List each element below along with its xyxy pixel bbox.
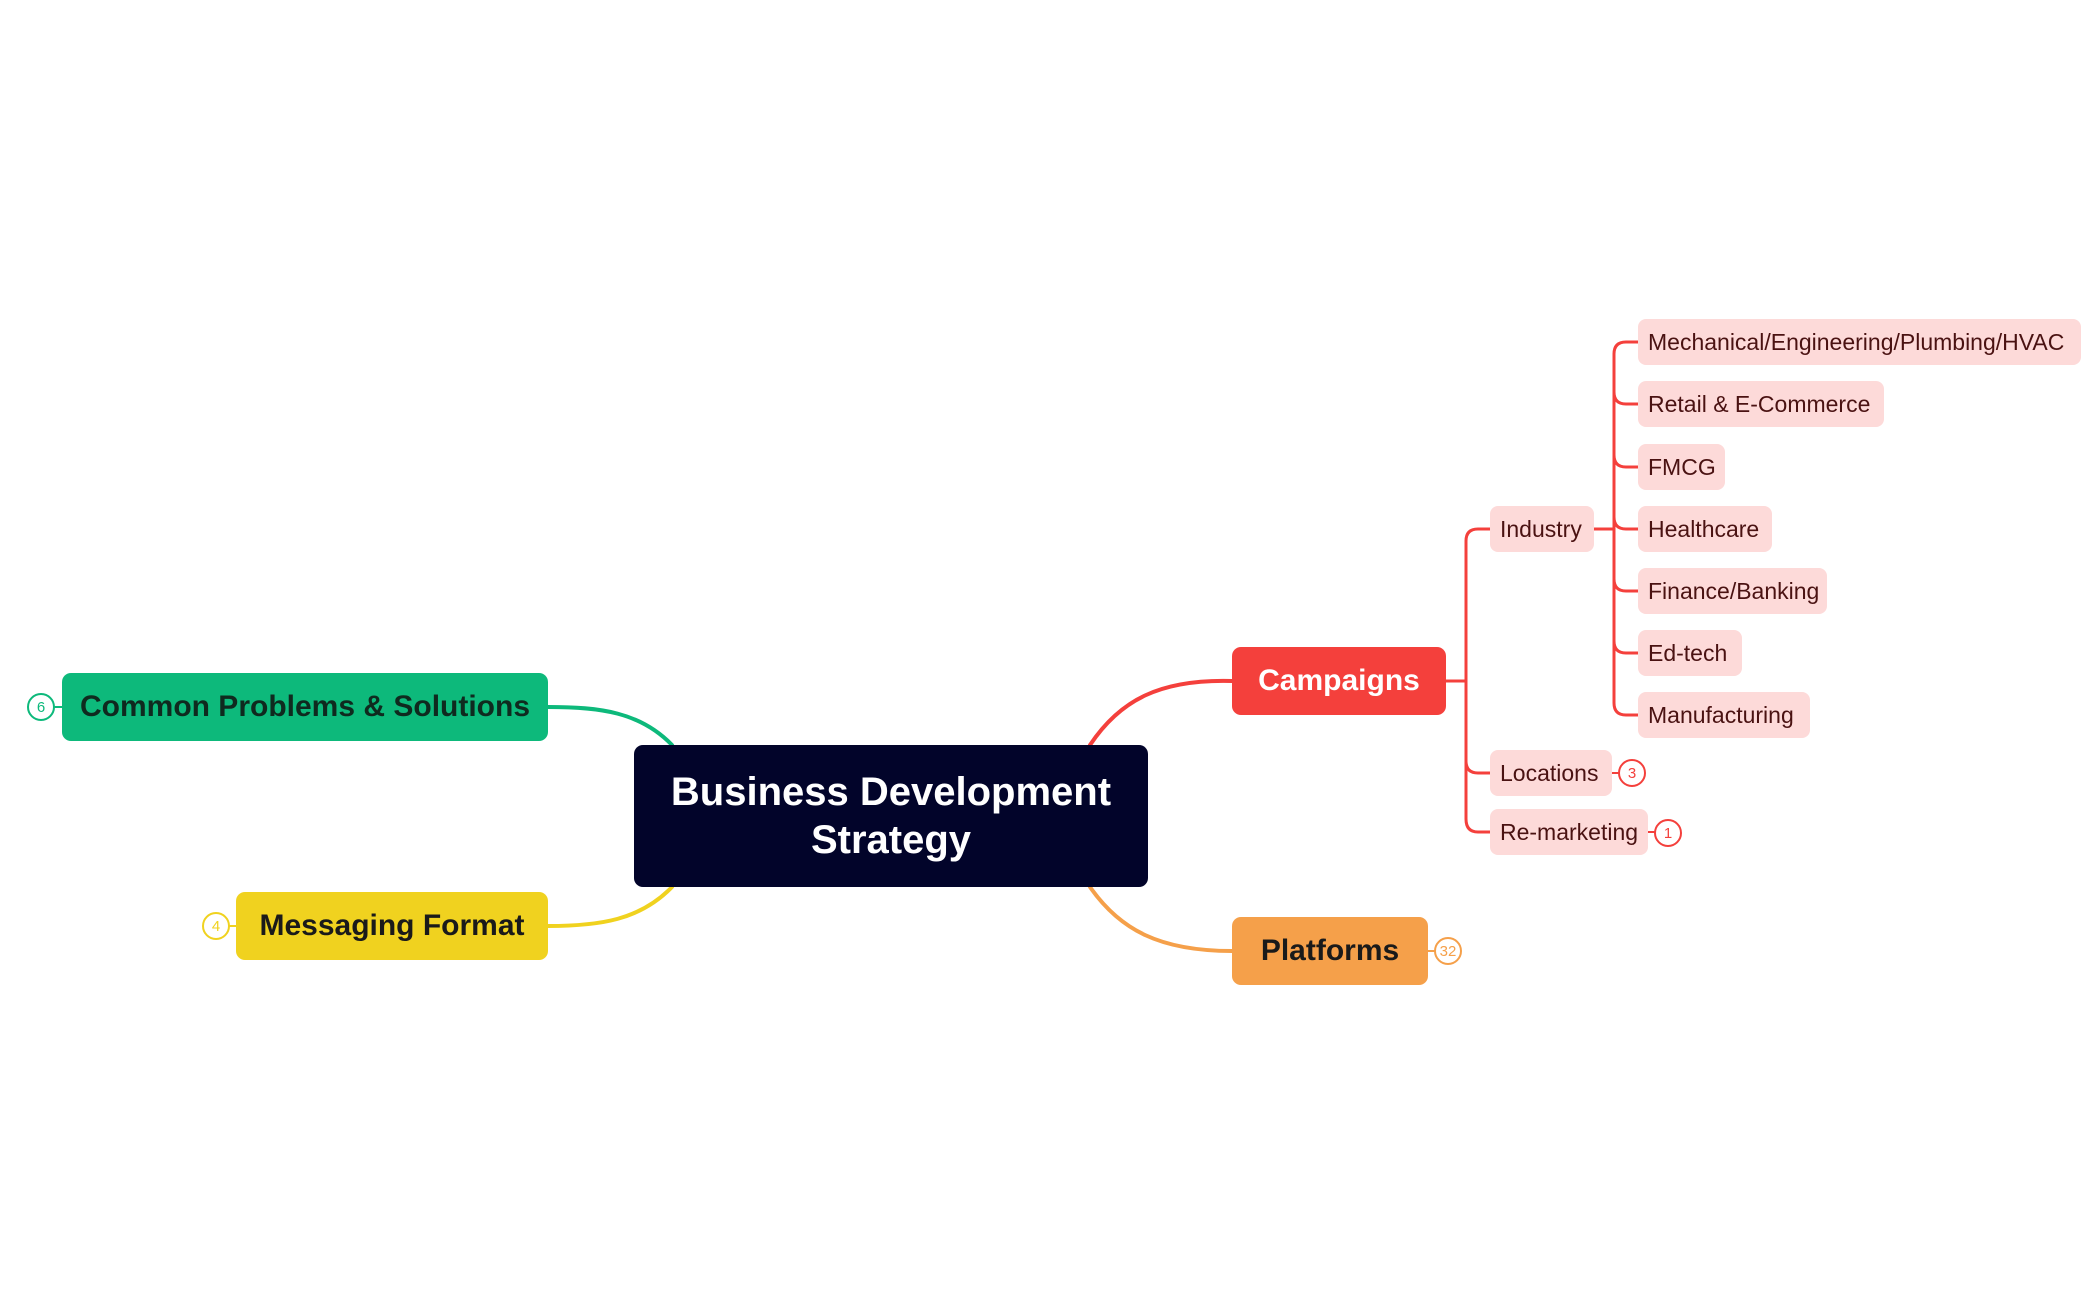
topic-common-problems-label: Common Problems & Solutions [79, 690, 531, 723]
subtopic-industry-child[interactable]: Manufacturing [1638, 692, 1810, 738]
industry-child-label: Manufacturing [1648, 701, 1794, 728]
connector-industry-child [1612, 639, 1640, 655]
subtopic-industry-label: Industry [1500, 515, 1582, 542]
topic-campaigns-label: Campaigns [1258, 664, 1420, 697]
topic-messaging-label: Messaging Format [259, 909, 525, 942]
topic-campaigns[interactable]: Campaigns [1232, 647, 1446, 715]
connector-campaigns-children [1464, 527, 1492, 834]
topic-platforms-label: Platforms [1260, 934, 1400, 967]
subtopic-locations-label: Locations [1500, 759, 1599, 786]
platforms-collapsed-count[interactable]: 32 [1434, 937, 1462, 965]
connector-root-platforms [1088, 885, 1234, 953]
industry-child-label: Retail & E-Commerce [1648, 390, 1871, 417]
subtopic-locations[interactable]: Locations [1490, 750, 1612, 796]
remarketing-collapsed-count[interactable]: 1 [1654, 819, 1682, 847]
connector-industry-child [1612, 515, 1640, 531]
root-topic[interactable]: Business Development Strategy [634, 745, 1148, 887]
subtopic-industry-child[interactable]: Healthcare [1638, 506, 1772, 552]
subtopic-remarketing-label: Re-marketing [1500, 818, 1639, 845]
connector-root-problems [546, 705, 674, 747]
industry-child-label: FMCG [1648, 453, 1716, 480]
messaging-collapsed-count[interactable]: 4 [202, 912, 230, 940]
subtopic-industry[interactable]: Industry [1490, 506, 1594, 552]
topic-platforms[interactable]: Platforms [1232, 917, 1428, 985]
connector-industry-child [1612, 390, 1640, 406]
connector-root-campaigns [1088, 678, 1234, 747]
subtopic-industry-child[interactable]: Mechanical/Engineering/Plumbing/HVAC [1638, 319, 2081, 365]
industry-child-label: Healthcare [1648, 515, 1760, 542]
connector-root-messaging [546, 885, 674, 928]
subtopic-industry-child[interactable]: FMCG [1638, 444, 1725, 490]
root-topic-label: Business Development Strategy [670, 770, 1112, 862]
connector-industry-child [1612, 577, 1640, 593]
industry-child-label: Mechanical/Engineering/Plumbing/HVAC [1648, 328, 2065, 355]
connector-industry-children [1612, 340, 1640, 717]
subtopic-industry-child[interactable]: Retail & E-Commerce [1638, 381, 1884, 427]
industry-child-label: Finance/Banking [1648, 577, 1820, 604]
industry-child-label: Ed-tech [1648, 639, 1728, 666]
subtopic-industry-child[interactable]: Ed-tech [1638, 630, 1742, 676]
connector-campaigns-locations [1464, 759, 1492, 775]
connector-industry-child [1612, 453, 1640, 469]
topic-messaging-format[interactable]: Messaging Format [236, 892, 548, 960]
subtopic-remarketing[interactable]: Re-marketing [1490, 809, 1648, 855]
problems-collapsed-count[interactable]: 6 [27, 693, 55, 721]
locations-collapsed-count[interactable]: 3 [1618, 759, 1646, 787]
subtopic-industry-child[interactable]: Finance/Banking [1638, 568, 1827, 614]
topic-common-problems-solutions[interactable]: Common Problems & Solutions [62, 673, 548, 741]
